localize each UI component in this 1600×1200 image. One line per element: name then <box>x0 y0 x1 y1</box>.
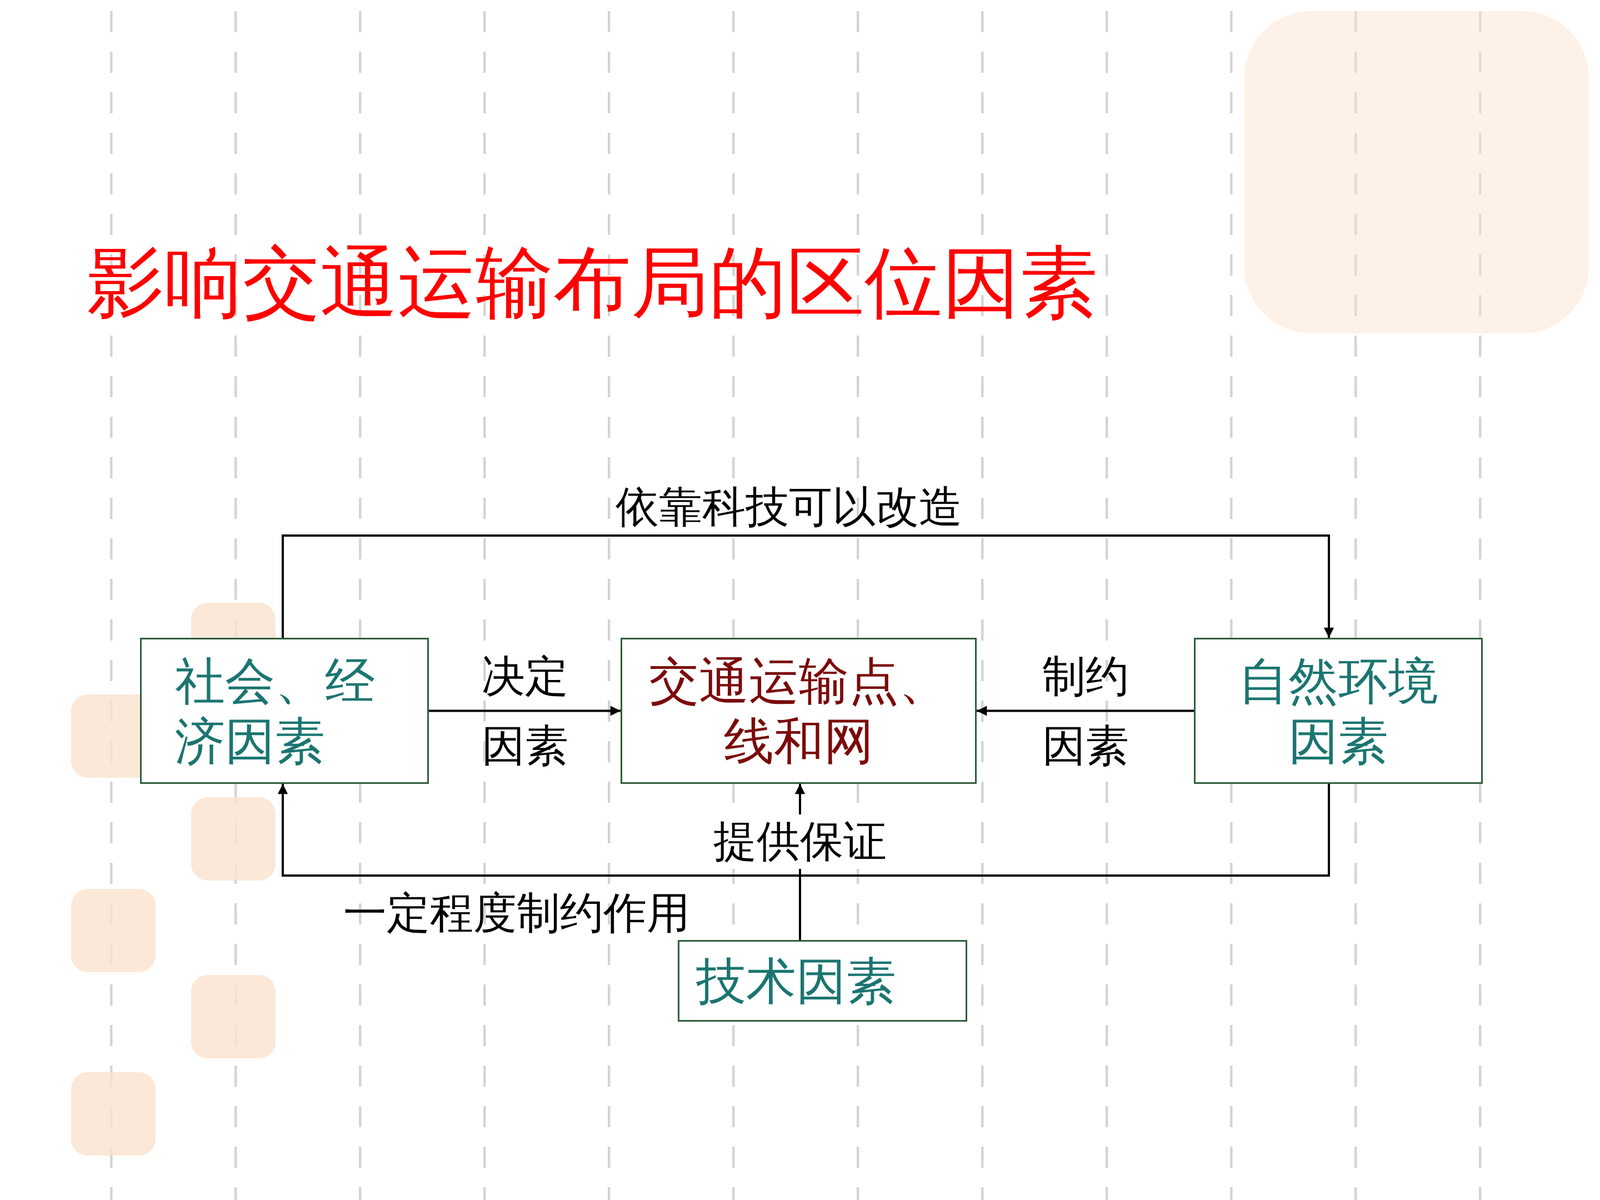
box-text: 技术因素 <box>696 951 949 1012</box>
connector-arrow <box>282 783 1329 876</box>
edge-label: 一定程度制约作用 <box>343 887 690 940</box>
box-text: 自然环境因素 <box>1228 651 1448 772</box>
factor-box: 社会、经济因素 <box>140 637 429 784</box>
connector-arrow <box>428 710 621 713</box>
edge-label: 制约因素 <box>1040 641 1132 781</box>
box-text: 交通运输点、线和网 <box>644 651 953 772</box>
central-box: 交通运输点、线和网 <box>620 637 977 784</box>
edge-label: 决定因素 <box>479 641 571 781</box>
edge-label: 提供保证 <box>710 814 890 869</box>
seal-decorations <box>71 11 1589 1156</box>
factor-box: 自然环境因素 <box>1193 637 1483 784</box>
box-text: 社会、经济因素 <box>175 651 394 772</box>
factor-box: 技术因素 <box>677 940 968 1022</box>
connector-arrow <box>282 535 1329 638</box>
connector-arrow <box>976 710 1194 713</box>
edge-label: 依靠科技可以改造 <box>615 481 963 534</box>
slide-title: 影响交通运输布局的区位因素 <box>86 236 1098 330</box>
